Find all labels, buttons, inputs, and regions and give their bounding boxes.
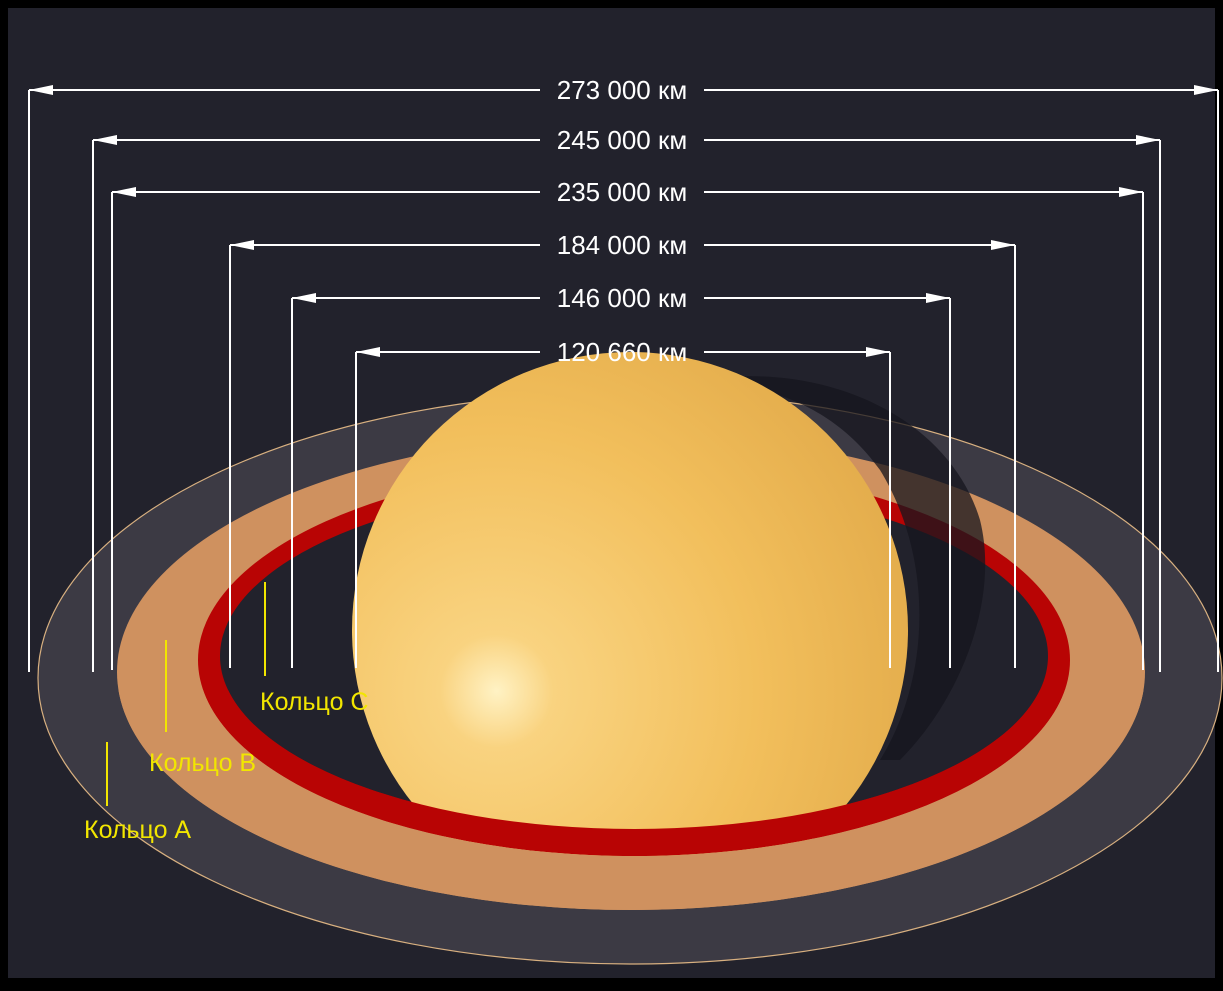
ring-c-label: Кольцо C <box>260 688 368 716</box>
dimension-label-2: 245 000 км <box>557 125 687 155</box>
dimension-line-3 <box>111 187 1144 670</box>
planet-shadow <box>700 376 986 760</box>
dimension-line-6 <box>355 347 891 668</box>
dimension-labels: 273 000 км 245 000 км 235 000 км 184 000 км… <box>557 75 687 367</box>
dimension-line-2 <box>92 135 1161 672</box>
ring-b-label: Кольцо B <box>149 749 256 777</box>
dimension-label-5: 146 000 км <box>557 283 687 313</box>
dimension-line-5 <box>291 293 951 668</box>
dimension-label-6: 120 660 км <box>557 337 687 367</box>
dimension-line-4 <box>229 240 1016 668</box>
dimension-label-3: 235 000 км <box>557 177 687 207</box>
ring-front-overlay <box>118 690 1144 910</box>
dimension-label-4: 184 000 км <box>557 230 687 260</box>
dimension-line-1 <box>28 85 1219 672</box>
dimension-label-1: 273 000 км <box>557 75 687 105</box>
ring-a-label: Кольцо A <box>84 816 191 844</box>
saturn-planet <box>352 352 908 908</box>
ring-pointers <box>106 582 266 806</box>
dimension-lines <box>28 85 1219 672</box>
